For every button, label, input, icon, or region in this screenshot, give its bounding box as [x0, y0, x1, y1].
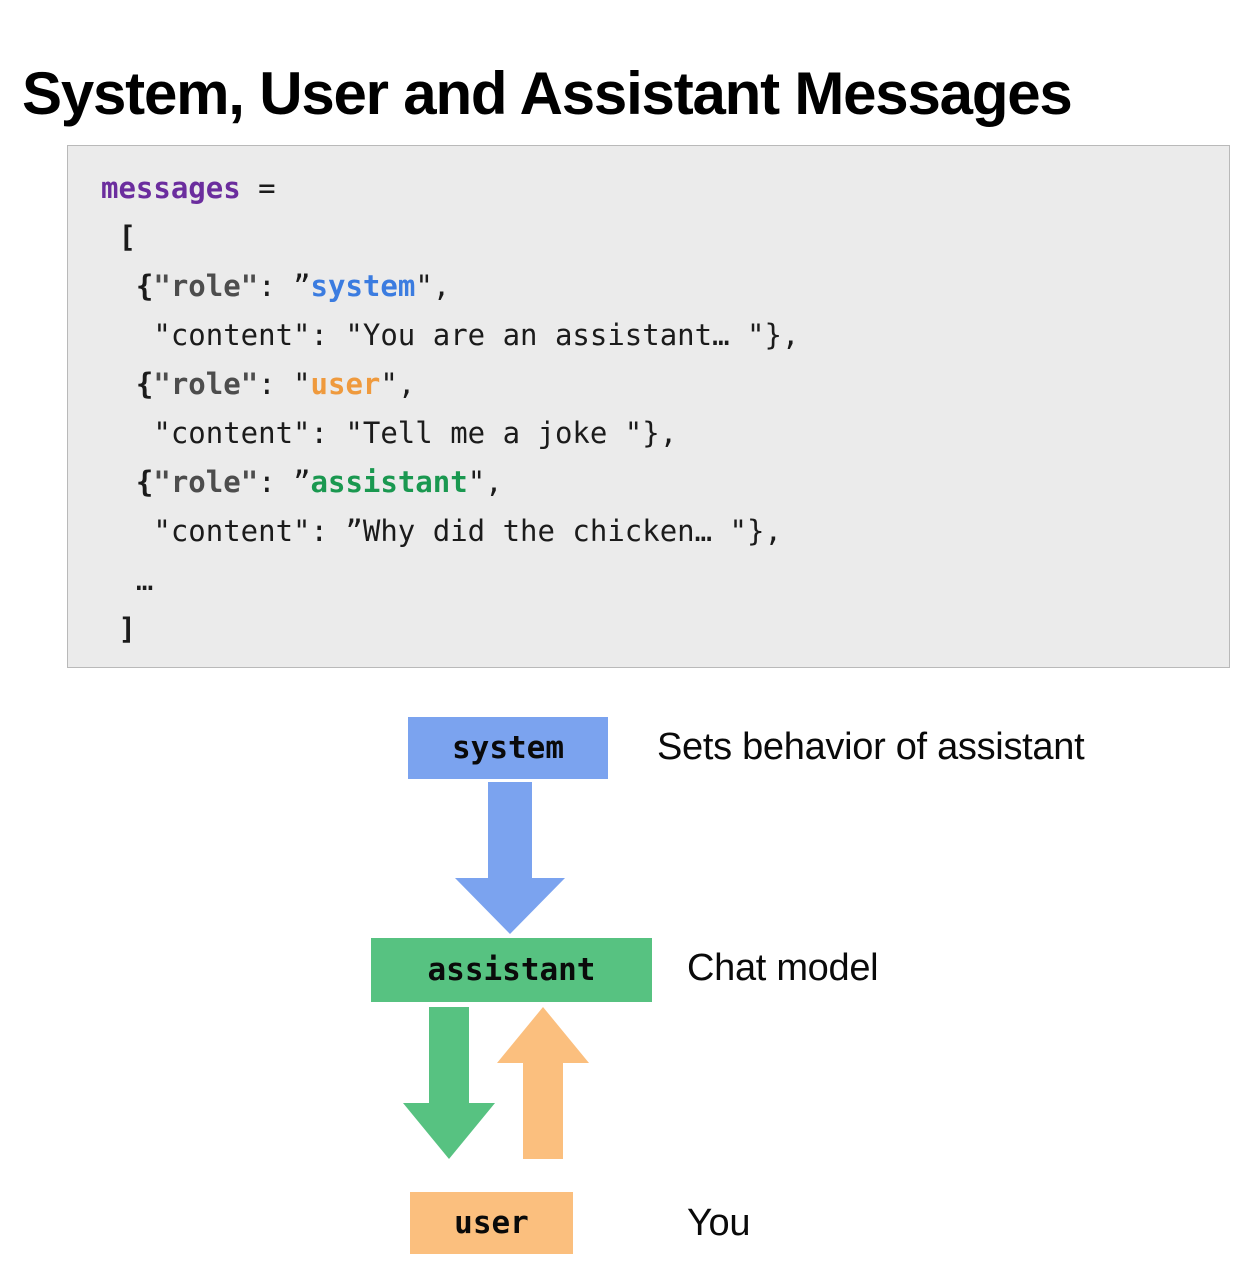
code-token-punct: {	[101, 367, 154, 401]
code-line: {"role": "user",	[101, 360, 799, 409]
code-line: [	[101, 213, 799, 262]
code-line: {"role": ”assistant",	[101, 458, 799, 507]
diagram-box-assistant[interactable]: assistant	[371, 938, 652, 1002]
code-token-punct: {	[101, 269, 154, 303]
code-token-punct: [	[101, 220, 136, 254]
code-line: …	[101, 556, 799, 605]
code-token-key: "role"	[153, 367, 259, 401]
diagram-box-user[interactable]: user	[410, 1192, 573, 1254]
code-token-plain: =	[240, 171, 276, 205]
code-token-plain: "content": "Tell me a joke "},	[101, 416, 678, 450]
diagram-label-system: Sets behavior of assistant	[657, 726, 1085, 768]
code-token-plain: ”	[293, 269, 311, 303]
diagram-box-system[interactable]: system	[408, 717, 608, 779]
code-token-plain: "content": "You are an assistant… "},	[101, 318, 800, 352]
code-token-plain: :	[258, 367, 294, 401]
code-token-system: system	[310, 269, 416, 303]
arrow-assistant-to-user-icon	[403, 1007, 495, 1159]
arrow-user-to-assistant-icon	[497, 1007, 589, 1159]
code-token-plain: "content": ”Why did the chicken… "},	[101, 514, 782, 548]
code-token-plain: "	[293, 367, 311, 401]
code-line: messages =	[101, 164, 799, 213]
code-block: messages = [ {"role": ”system", "content…	[67, 145, 1230, 668]
code-token-plain: ",	[467, 465, 503, 499]
diagram-label-assistant: Chat model	[687, 947, 879, 989]
code-token-punct: {	[101, 465, 154, 499]
arrow-system-to-assistant-icon	[455, 782, 565, 934]
code-line: "content": "You are an assistant… "},	[101, 311, 799, 360]
code-token-var: messages	[101, 171, 241, 205]
code-token-plain: :	[258, 269, 294, 303]
code-line: ]	[101, 605, 799, 654]
code-listing: messages = [ {"role": ”system", "content…	[101, 164, 799, 654]
code-token-plain: ",	[380, 367, 416, 401]
code-token-punct: ]	[101, 612, 136, 646]
diagram-label-user: You	[687, 1202, 751, 1244]
code-token-user: user	[310, 367, 381, 401]
code-token-key: "role"	[153, 269, 259, 303]
code-token-plain: …	[101, 563, 154, 597]
code-line: "content": ”Why did the chicken… "},	[101, 507, 799, 556]
page-title: System, User and Assistant Messages	[22, 60, 1073, 128]
code-line: {"role": ”system",	[101, 262, 799, 311]
code-token-key: "role"	[153, 465, 259, 499]
code-token-assistant: assistant	[310, 465, 468, 499]
message-flow-diagram: system Sets behavior of assistant assist…	[0, 690, 1260, 1282]
code-token-plain: :	[258, 465, 294, 499]
code-line: "content": "Tell me a joke "},	[101, 409, 799, 458]
code-token-plain: ”	[293, 465, 311, 499]
code-token-plain: ",	[415, 269, 451, 303]
